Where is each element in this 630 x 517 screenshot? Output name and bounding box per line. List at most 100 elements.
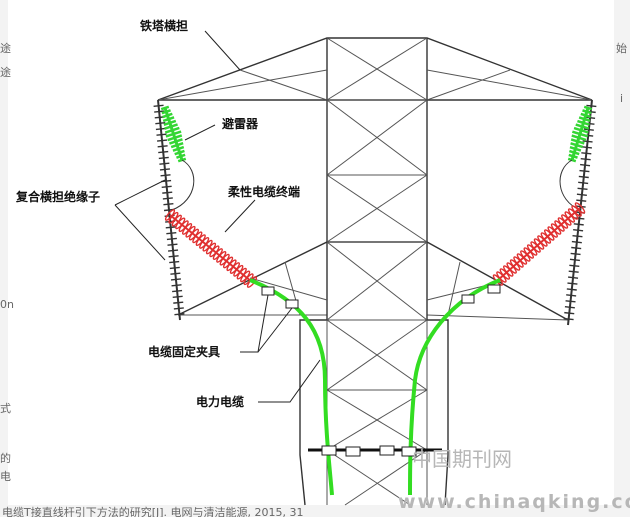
label-arrester: 避雷器 bbox=[222, 116, 259, 131]
arrester-disc bbox=[164, 123, 178, 130]
arrester-disc bbox=[167, 134, 183, 142]
insulator-disc bbox=[582, 140, 593, 143]
insulator-disc bbox=[573, 229, 584, 232]
insulator-disc bbox=[578, 181, 589, 185]
insulator-disc bbox=[580, 157, 591, 161]
arrester-disc bbox=[570, 138, 585, 145]
arrester-disc bbox=[577, 119, 590, 126]
arrester-disc bbox=[578, 116, 591, 123]
clamp-rail-3 bbox=[379, 445, 395, 456]
insulator-disc bbox=[566, 294, 577, 297]
insulator-disc bbox=[568, 270, 579, 273]
bg-fragment: 的 bbox=[0, 451, 11, 465]
insulator-disc bbox=[159, 168, 170, 171]
arrester-disc bbox=[569, 145, 582, 152]
label-cable-clamp: 电缆固定夹具 bbox=[148, 344, 220, 359]
bg-fragment: 途 bbox=[0, 65, 11, 79]
insulator-disc bbox=[161, 185, 172, 189]
bg-fragment: i bbox=[620, 92, 623, 105]
arrester-disc bbox=[571, 130, 589, 138]
insulator-disc bbox=[169, 260, 180, 264]
arrester-disc bbox=[162, 116, 175, 123]
insulator-disc bbox=[171, 284, 182, 287]
insulator-disc bbox=[174, 313, 185, 316]
figure-panel bbox=[8, 0, 614, 505]
leader-insulator-lower bbox=[114, 204, 166, 261]
insulator-disc bbox=[571, 246, 582, 250]
leader-lines bbox=[114, 30, 321, 403]
arrester-disc bbox=[573, 126, 589, 134]
insulator-disc bbox=[156, 133, 167, 136]
insulator-disc bbox=[159, 162, 170, 165]
insulator-disc bbox=[173, 301, 184, 304]
insulator-disc bbox=[563, 317, 574, 321]
insulator-disc bbox=[578, 175, 589, 179]
insulator-disc bbox=[572, 234, 583, 238]
leader-insulator-upper bbox=[114, 179, 166, 206]
insulator-disc bbox=[586, 104, 597, 108]
leader-arrester bbox=[184, 124, 216, 141]
arrester-disc bbox=[161, 109, 171, 115]
clamp-rail-4 bbox=[401, 446, 417, 457]
insulator-disc bbox=[581, 146, 592, 149]
insulator-disc bbox=[166, 237, 177, 241]
clamp-rail-1 bbox=[321, 445, 337, 456]
bg-fragment: 式 bbox=[0, 402, 11, 415]
watermark-title: 中国期刊网 bbox=[412, 447, 512, 471]
insulator-disc bbox=[155, 121, 166, 125]
insulator-disc bbox=[576, 193, 587, 196]
insulator-disc bbox=[577, 187, 588, 191]
label-power-cable: 电力电缆 bbox=[196, 394, 244, 409]
insulator-disc bbox=[172, 295, 183, 299]
arrester-disc bbox=[172, 145, 185, 152]
insulator-disc bbox=[166, 231, 177, 235]
insulator-disc bbox=[581, 152, 592, 155]
insulator-disc bbox=[170, 278, 181, 281]
insulator-disc bbox=[566, 288, 577, 291]
insulator-disc bbox=[564, 306, 575, 309]
insulator-disc bbox=[576, 199, 587, 202]
insulator-disc bbox=[158, 156, 169, 160]
watermark-url: www.chinaqking.com bbox=[398, 491, 630, 513]
arrester-disc bbox=[580, 112, 591, 119]
leader-crossarm bbox=[204, 30, 241, 71]
insulator-disc bbox=[160, 174, 171, 177]
left-arrester bbox=[160, 105, 195, 211]
arrester-disc bbox=[174, 149, 185, 156]
arrester-disc bbox=[164, 126, 180, 134]
insulator-disc bbox=[169, 266, 180, 270]
insulator-disc bbox=[571, 240, 582, 244]
label-tower-crossarm: 铁塔横担 bbox=[140, 18, 188, 33]
insulator-disc bbox=[565, 300, 576, 303]
insulator-disc bbox=[167, 243, 178, 246]
leader-cable bbox=[258, 359, 321, 403]
left-cable-terminal bbox=[164, 209, 258, 288]
insulator-disc bbox=[153, 104, 164, 107]
arrester-disc bbox=[583, 105, 593, 111]
clamp-right-lower bbox=[461, 294, 475, 304]
insulator-disc bbox=[162, 191, 173, 194]
clamp-left-lower bbox=[285, 299, 299, 309]
bg-fragment: 途 bbox=[0, 41, 11, 55]
leader-clamp-lower bbox=[257, 307, 293, 353]
bg-fragment: 0n bbox=[0, 298, 14, 311]
bottom-citation: 电缆T接直线杆引下方法的研究[J]. 电网与清洁能源, 2015, 31 bbox=[2, 505, 304, 517]
insulator-disc bbox=[580, 163, 591, 167]
clamp-rail-2 bbox=[345, 446, 361, 457]
tower-top-outline bbox=[157, 37, 593, 101]
insulator-disc bbox=[168, 249, 179, 252]
insulator-disc bbox=[158, 150, 169, 154]
arrester-disc bbox=[176, 153, 186, 159]
arrester-disc bbox=[162, 112, 173, 119]
cable-clamps bbox=[261, 284, 501, 457]
insulator-disc bbox=[168, 255, 179, 258]
insulator-disc bbox=[567, 282, 578, 285]
insulator-disc bbox=[173, 307, 184, 310]
insulator-disc bbox=[154, 110, 165, 113]
insulator-disc bbox=[162, 197, 173, 200]
insulator-disc bbox=[569, 258, 580, 262]
arrester-disc bbox=[160, 105, 170, 111]
insulator-disc bbox=[157, 139, 168, 142]
arrester-disc bbox=[165, 130, 182, 138]
